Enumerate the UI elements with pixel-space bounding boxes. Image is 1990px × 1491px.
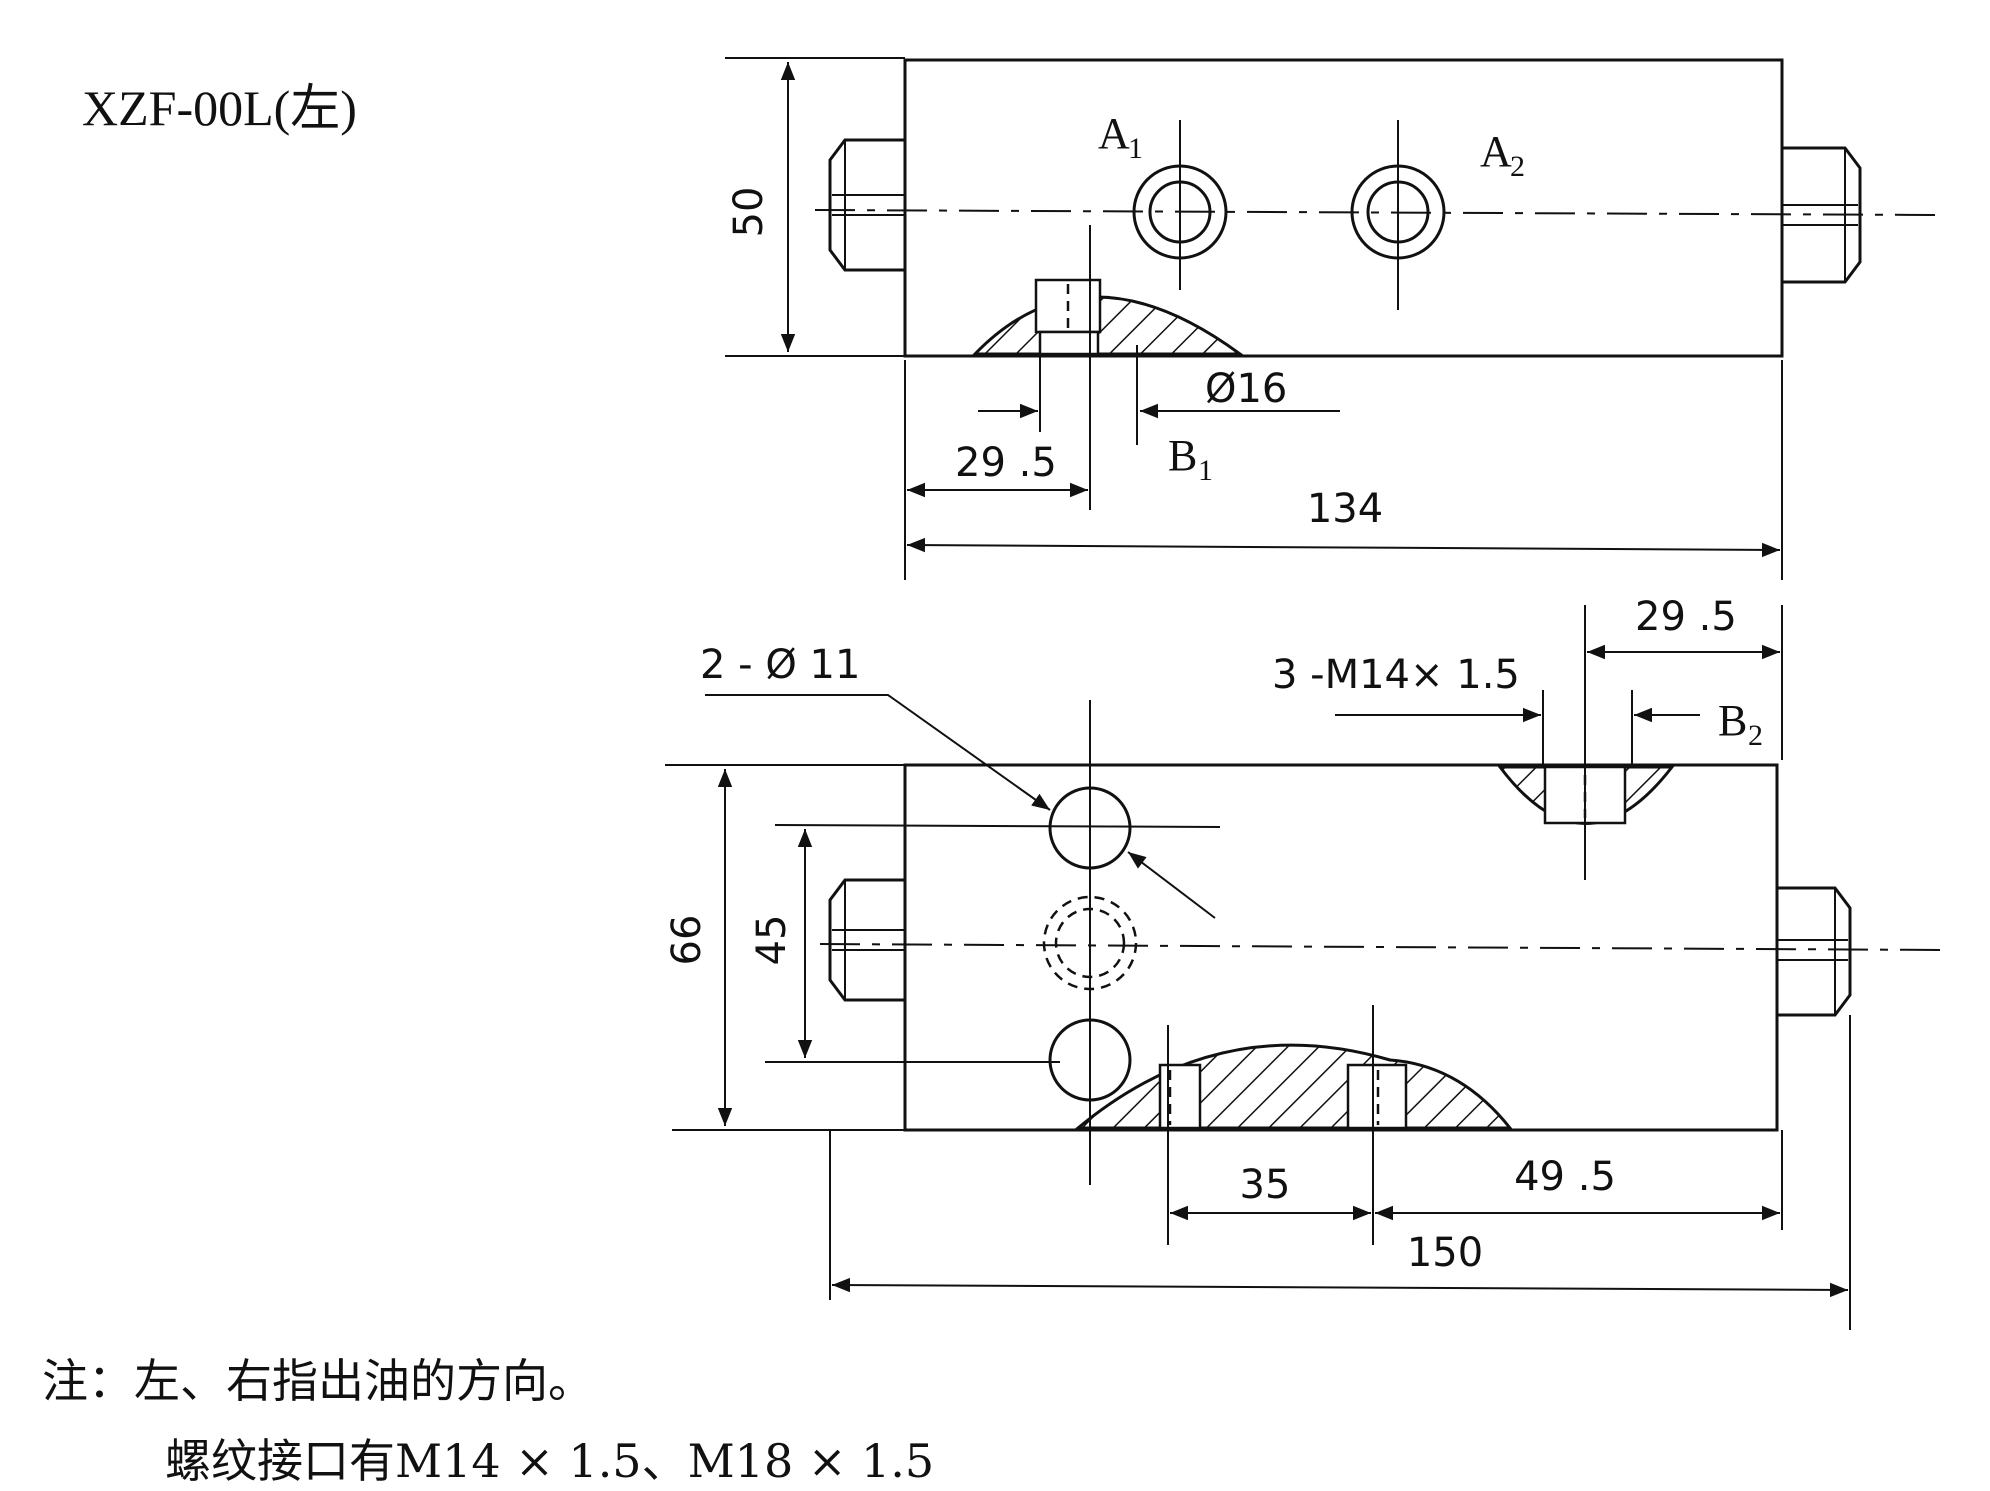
- port-b1-letter: B: [1168, 431, 1197, 480]
- note-line-2: 螺纹接口有M14 × 1.5、M18 × 1.5: [165, 1434, 935, 1488]
- top-dim-bore: Ø16: [1205, 366, 1287, 412]
- bottom-body-outline: [903, 763, 1779, 1132]
- port-a1-index: 1: [1128, 132, 1143, 165]
- top-left-fitting: [828, 138, 905, 272]
- top-dim-length-line: [906, 537, 1781, 558]
- model-label: XZF-00L(左): [82, 80, 357, 136]
- top-dim-length: 134: [1307, 486, 1383, 532]
- bottom-section-b2: [1496, 605, 1676, 880]
- top-section-b1: [971, 225, 1245, 510]
- port-b2-index: 2: [1748, 719, 1763, 752]
- port-a1-letter: A: [1098, 109, 1130, 158]
- note-line-1: 注：左、右指出油的方向。: [42, 1354, 594, 1408]
- bottom-dim-inner: 45: [749, 915, 795, 966]
- port-b1-index: 1: [1198, 454, 1213, 487]
- bottom-hole-line-top: [774, 824, 1221, 828]
- port-a2-letter: A: [1480, 127, 1512, 176]
- bottom-dim-from-right: 49 .5: [1514, 1154, 1616, 1200]
- top-centerline: [814, 209, 1941, 216]
- bottom-view: 66 45 2 - Ø 11: [664, 594, 1946, 1330]
- top-view: 50 A 1 A 2: [725, 57, 1941, 580]
- port-a1: [1132, 120, 1228, 290]
- bottom-section-lower: [1073, 1043, 1514, 1130]
- bottom-right-fitting: [1777, 886, 1852, 1017]
- top-body-outline: [903, 58, 1784, 358]
- hidden-hole: [1042, 895, 1138, 991]
- mounting-hole-top: [1048, 786, 1132, 870]
- top-dim-height: 50: [726, 187, 772, 238]
- callout-thread: 3 -M14× 1.5: [1272, 652, 1520, 698]
- bottom-left-fitting: [828, 878, 905, 1002]
- bottom-dim-outer: 66: [664, 915, 710, 966]
- port-b2-letter: B: [1718, 696, 1747, 745]
- port-a2: [1350, 120, 1446, 310]
- top-dim-offset: 29 .5: [955, 440, 1057, 486]
- bottom-dim-length-line: [831, 1277, 1849, 1298]
- bottom-centerline: [819, 943, 1946, 951]
- holes-leader: [705, 694, 1051, 811]
- bottom-dim-spacing: 35: [1240, 1162, 1291, 1208]
- bottom-dim-length: 150: [1407, 1230, 1483, 1276]
- callout-holes: 2 - Ø 11: [700, 642, 860, 688]
- holes-leader-back: [1127, 851, 1216, 919]
- bottom-dim-offset-right: 29 .5: [1635, 594, 1737, 640]
- mounting-hole-bottom: [1048, 1018, 1132, 1102]
- port-a2-index: 2: [1510, 150, 1525, 183]
